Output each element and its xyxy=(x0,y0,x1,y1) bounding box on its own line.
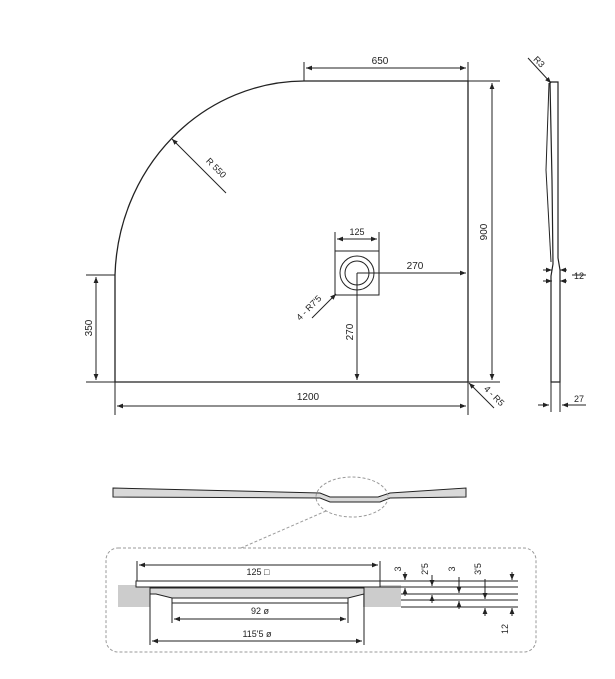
dim-bottom-label: 1200 xyxy=(297,392,320,403)
radius-leader xyxy=(171,138,227,194)
drain-width-label: 125 xyxy=(349,227,364,237)
detail-view xyxy=(105,547,537,653)
plan-view-labels: 650 900 350 1200 R 550 125 270 270 4 - R… xyxy=(84,56,506,408)
drain-square-label: 125 □ xyxy=(247,567,271,577)
radius-label: R 550 xyxy=(204,156,228,180)
drain-right-label: 270 xyxy=(407,261,424,272)
front-section xyxy=(112,476,467,549)
drain-corner-radius-label: 4 - R7'5 xyxy=(294,293,323,322)
detail-labels: 125 □ 92 ø 115'5 ø 3 2'5 3 3'5 12 xyxy=(242,563,510,639)
detail-frame xyxy=(105,547,537,653)
inner-diameter-label: 92 ø xyxy=(251,606,270,616)
plan-view xyxy=(86,62,500,415)
edge-thickness-label: 27 xyxy=(574,394,584,404)
tray-shade-left xyxy=(118,585,150,607)
drain-body xyxy=(171,597,349,604)
drain-radius-leader xyxy=(311,293,337,319)
detail-callout-leader xyxy=(240,510,327,549)
depth-label: 12 xyxy=(500,624,510,634)
r3-label: R3 xyxy=(532,54,547,69)
dim-left-label: 350 xyxy=(84,319,95,336)
step-1-label: 3 xyxy=(393,566,403,571)
detail-callout-ellipse xyxy=(315,476,389,518)
mid-thickness-label: 12 xyxy=(574,271,584,281)
outer-diameter-label: 115'5 ø xyxy=(242,629,272,639)
side-profile xyxy=(549,81,561,383)
step-4-label: 3'5 xyxy=(473,563,483,575)
drain-bottom-label: 270 xyxy=(345,323,356,340)
tray-outline xyxy=(114,80,469,383)
corner-radius-leader xyxy=(468,382,495,409)
tray-shade-right xyxy=(363,585,401,607)
section-tray xyxy=(112,487,467,503)
step-3-label: 3 xyxy=(447,566,457,571)
r3-leader xyxy=(527,57,552,84)
dim-right-label: 900 xyxy=(479,223,490,240)
step-2-label: 2'5 xyxy=(420,563,430,575)
drain-flange xyxy=(149,587,365,599)
corner-radius-label: 4 - R5 xyxy=(482,384,506,408)
dim-top-label: 650 xyxy=(372,56,389,67)
drain-plate xyxy=(135,580,381,588)
side-view xyxy=(527,57,586,412)
